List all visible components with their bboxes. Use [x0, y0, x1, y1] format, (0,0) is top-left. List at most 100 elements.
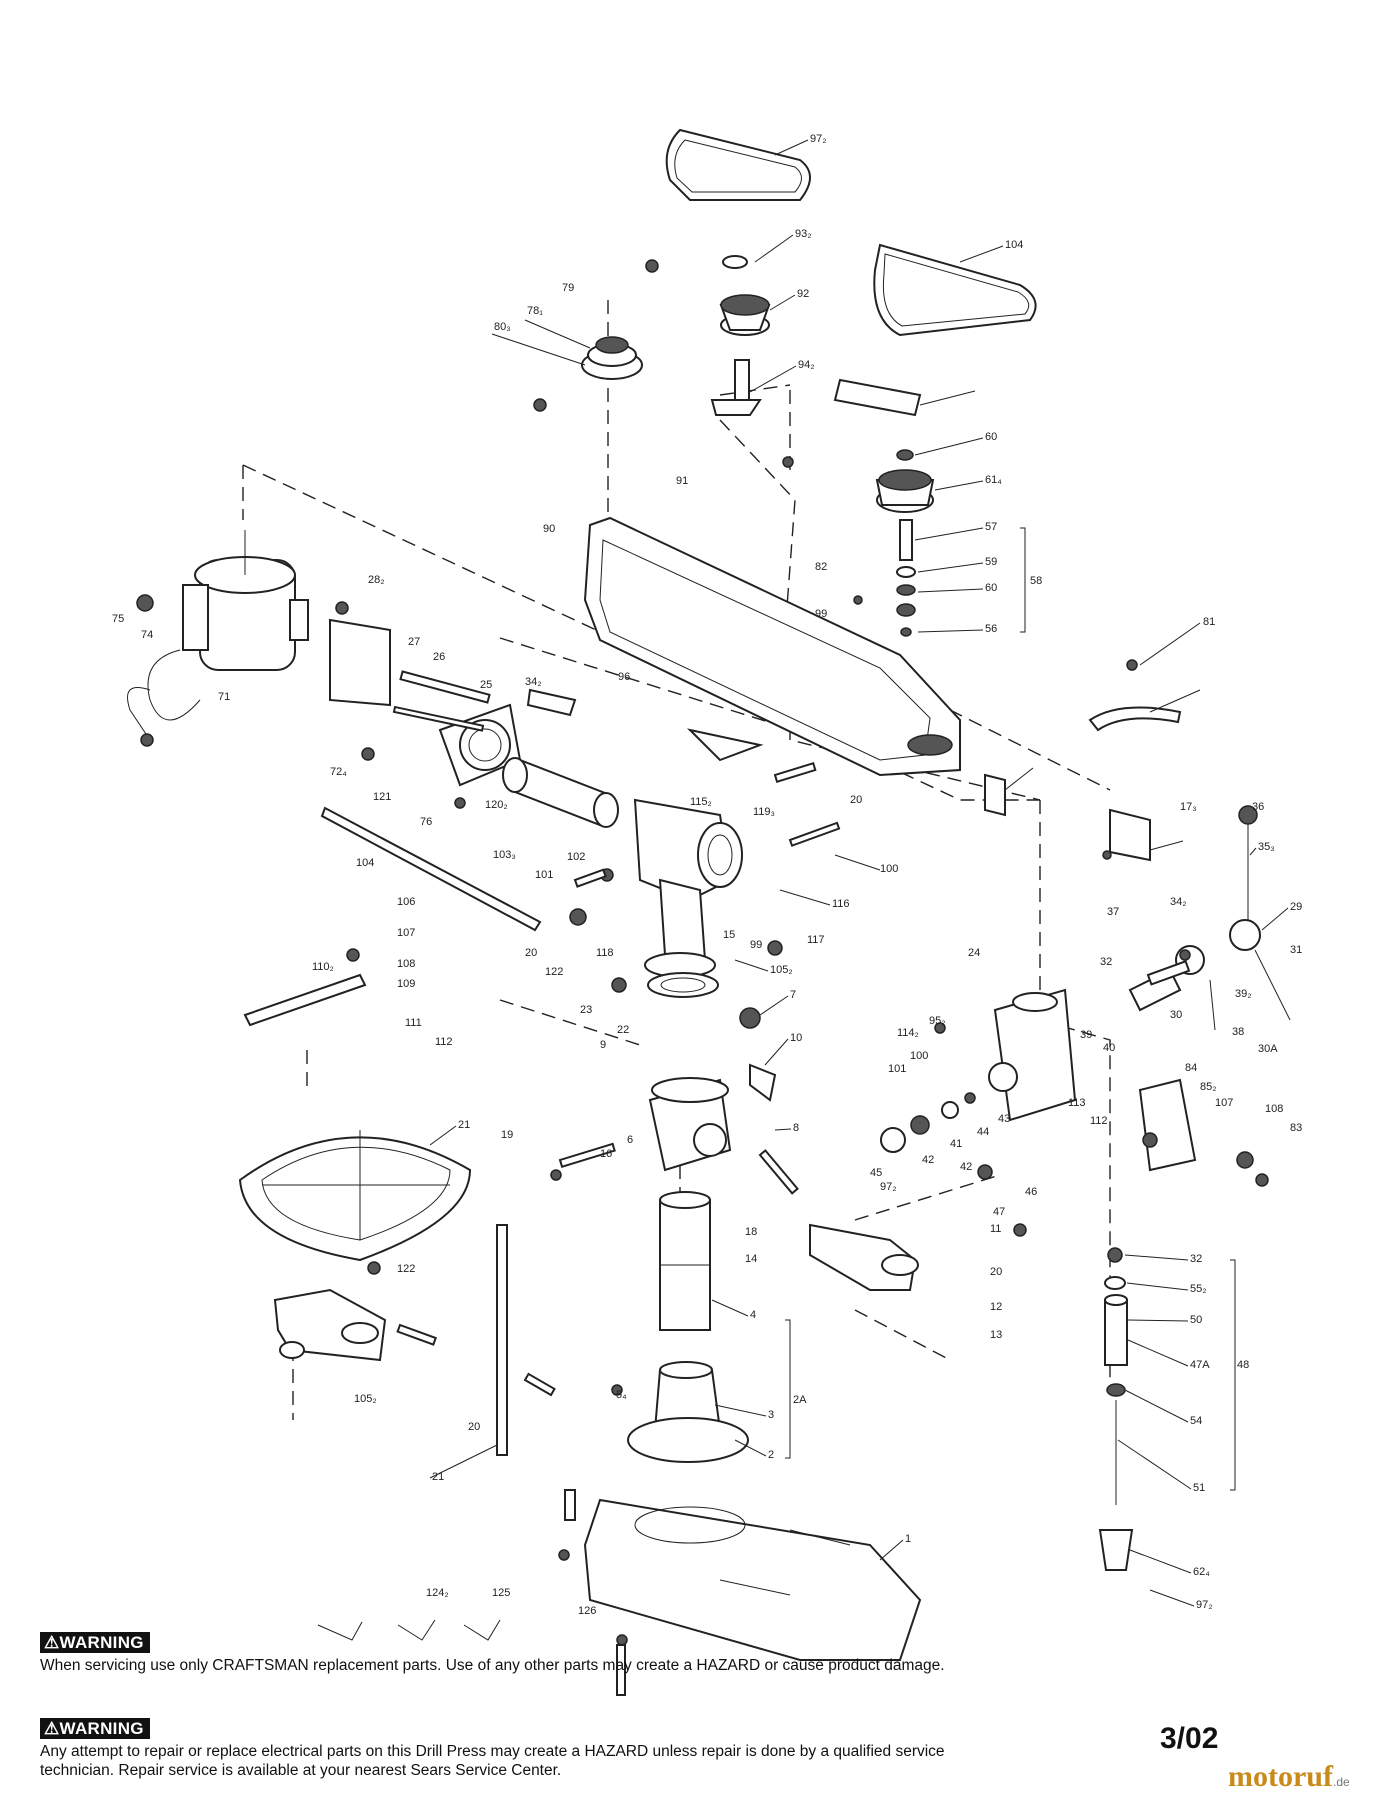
label-95: 107	[397, 927, 415, 939]
label-49: 51	[1193, 1482, 1205, 1494]
fence-96	[243, 973, 367, 1027]
label-25: 25	[480, 679, 492, 691]
label-53: 56	[985, 623, 997, 635]
label-92: 104	[356, 857, 374, 869]
table-20	[238, 1130, 472, 1262]
label-98: 110₂	[312, 961, 334, 973]
label-55: 59	[985, 556, 997, 568]
page-date: 3/02	[1160, 1722, 1219, 1755]
label-99: 111	[405, 1017, 422, 1029]
label-77: 95₂	[929, 1015, 946, 1027]
label-47A: 48	[1237, 1359, 1249, 1371]
label-42: 43	[998, 1113, 1010, 1125]
label-67-3: 82	[815, 561, 827, 573]
label-36: 37	[1107, 906, 1119, 918]
label-32-b: 32	[1190, 1253, 1202, 1265]
label-29: 29	[1290, 901, 1302, 913]
label-73: 92	[797, 288, 809, 300]
label-20: 21	[458, 1119, 470, 1131]
depth-stop-40	[880, 1092, 976, 1153]
label-84: 107	[1215, 1097, 1233, 1109]
label-24: 24	[968, 947, 980, 959]
warning-badge: ⚠WARNING	[40, 1718, 150, 1739]
label-39: 39₂	[1235, 988, 1252, 1000]
label-122	[984, 773, 1006, 817]
label-33: 34₂	[525, 676, 542, 688]
label-72: 91	[676, 475, 688, 487]
label-16: 16	[600, 1148, 612, 1160]
decal-123	[833, 378, 922, 417]
housing-109	[399, 670, 522, 787]
label-104: 115₂	[690, 796, 712, 808]
label-32: 32	[1100, 956, 1112, 968]
pulley-58	[875, 449, 935, 513]
label-41: 42	[922, 1154, 934, 1166]
label-97: 109	[397, 978, 415, 990]
feed-shaft-34	[1229, 805, 1291, 1021]
motor-60	[127, 530, 309, 747]
quill-housing-24	[988, 988, 1077, 1122]
warning-text: When servicing use only CRAFTSMAN replac…	[40, 1657, 945, 1674]
label-12: 12	[990, 1301, 1002, 1313]
label-43: 44	[977, 1126, 989, 1138]
label-69: 84	[1185, 1062, 1197, 1074]
label-37: 38	[1232, 1026, 1244, 1038]
label-103: 114₂	[897, 1027, 919, 1039]
label-56: 60	[985, 582, 997, 594]
label-51: 55₂	[1190, 1283, 1207, 1295]
label-93-b: 105₂	[354, 1393, 377, 1405]
label-3: 3	[768, 1409, 774, 1421]
label-5: 5₄	[616, 1389, 627, 1401]
label-75: 94₂	[798, 359, 815, 371]
label-27: 27	[408, 636, 420, 648]
label-85: 108	[1265, 1103, 1283, 1115]
part-labels: 97₂ 93₂ 92 104 79 78₁ 80₃ 94₂ 60 61₄ 91 …	[112, 133, 1302, 1617]
label-88: 100	[880, 863, 898, 875]
label-17-4: 17₃	[1180, 801, 1197, 813]
label-2A: 2A	[793, 1394, 807, 1406]
label-111-b: 122	[397, 1263, 415, 1275]
label-35: 36	[1252, 801, 1264, 813]
label-31: 31	[1290, 944, 1302, 956]
label-113: 125	[492, 1587, 510, 1599]
spindle-75	[710, 359, 762, 416]
label-71: 90	[543, 523, 555, 535]
label-60: 71	[218, 691, 230, 703]
label-34: 35₃	[1258, 841, 1275, 853]
label-83: 104	[1005, 239, 1023, 251]
label-79: 97₂	[880, 1181, 897, 1193]
bracket-69	[1138, 1078, 1197, 1172]
warning-text: Any attempt to repair or replace electri…	[40, 1743, 945, 1779]
label-76: 97₂	[810, 133, 827, 145]
label-18: 19	[501, 1129, 513, 1141]
plate-118	[686, 728, 764, 762]
label-91: 103₃	[493, 849, 516, 861]
label-63-2: 76	[420, 816, 432, 828]
label-74: 93₂	[795, 228, 812, 240]
label-110: 121	[373, 791, 391, 803]
label-93-a: 105₂	[770, 964, 793, 976]
label-47: 47A	[1190, 1359, 1210, 1371]
label-15: 15	[723, 929, 735, 941]
motor-bracket-27	[329, 601, 391, 707]
label-105: 116	[832, 898, 850, 910]
label-54A: 58	[1030, 575, 1042, 587]
label-21: 21	[432, 1471, 444, 1483]
label-64: 78₁	[527, 305, 543, 317]
label-46: 47	[993, 1206, 1005, 1218]
label-63-4: 75	[112, 613, 124, 625]
label-65: 79	[562, 282, 574, 294]
label-44: 45	[870, 1167, 882, 1179]
label-96: 108	[397, 958, 415, 970]
bracket-33	[526, 688, 577, 717]
label-68: 83	[1290, 1122, 1302, 1134]
spindle-stack-54A	[896, 519, 916, 637]
label-30: 30	[1170, 1009, 1182, 1021]
label-100: 112	[435, 1036, 453, 1048]
crank-arm-14	[809, 1223, 919, 1291]
label-70: 85₂	[1200, 1081, 1217, 1093]
label-19-c: 20	[990, 1266, 1002, 1278]
pulley-64	[581, 336, 643, 380]
label-40: 41	[950, 1138, 962, 1150]
label-50: 54	[1190, 1415, 1202, 1427]
